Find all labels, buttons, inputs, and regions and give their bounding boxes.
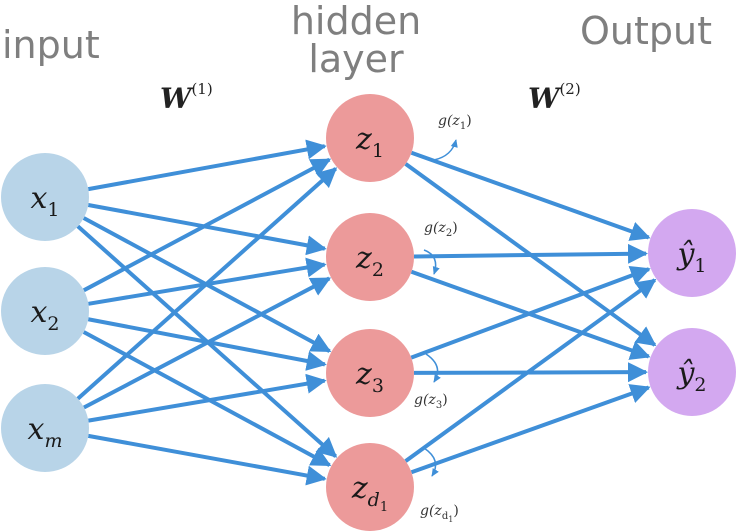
activation-function: g(z: [420, 503, 442, 519]
activation-label-1: g(z1): [438, 113, 472, 132]
node-subscript: d: [368, 489, 380, 511]
node-subscript: 1: [372, 140, 384, 162]
activation-subscript: d1: [441, 510, 454, 524]
node-circle: [648, 209, 736, 297]
node-label: z1: [355, 122, 384, 162]
activation-close: ): [442, 392, 448, 408]
input-node-2: x2: [1, 267, 89, 355]
weight-label-w2: W(2): [528, 79, 581, 115]
node-circle: [326, 94, 414, 182]
activation-arrow-1: [433, 139, 458, 161]
activation-arrows: [423, 139, 458, 477]
node-variable: x: [30, 181, 47, 216]
node-variable: ŷ: [675, 356, 695, 391]
edge-z4-y2: [410, 384, 651, 475]
node-label: x2: [30, 295, 59, 335]
activation-function: g(z: [424, 220, 446, 236]
output-node-1: ŷ1: [648, 209, 736, 297]
node-label: zd1: [351, 471, 388, 515]
activation-arrow-4: [423, 447, 439, 477]
node-circle: [1, 153, 89, 241]
edge-x1-z1: [87, 139, 327, 192]
edge-x3-z2: [83, 276, 332, 410]
node-subscript: 1: [694, 255, 706, 277]
node-label: ŷ1: [675, 237, 706, 277]
weight-superscript: (1): [191, 79, 213, 98]
activation-arrow-2: [423, 249, 440, 275]
edge-x3-z3: [88, 373, 327, 423]
edge-z2-y1: [413, 243, 649, 264]
hidden-layer-title-line1: hidden: [290, 0, 422, 43]
edge-z4-y1: [404, 278, 657, 463]
node-circle: [326, 329, 414, 417]
hidden-node-4: zd1: [326, 443, 414, 531]
weight-symbol: W: [160, 82, 192, 115]
node-label: z3: [355, 357, 384, 397]
edge-z1-y1: [410, 150, 651, 241]
edge-x2-z4: [82, 330, 332, 467]
input-layer-title: input: [2, 23, 100, 67]
node-subscript: 2: [372, 259, 384, 281]
activation-close: ): [453, 503, 459, 519]
activation-label-2: g(z2): [424, 220, 458, 239]
weight-label-w1: W(1): [160, 79, 213, 115]
node-subscript: 2: [47, 313, 59, 335]
node-variable: z: [355, 122, 372, 157]
activation-label-4: g(zd1): [420, 503, 459, 524]
node-subscript: 3: [372, 375, 384, 397]
node-variable: x: [28, 412, 45, 447]
edge-x2-z1: [82, 157, 332, 293]
activation-close: ): [466, 113, 472, 129]
activation-label-3: g(z3): [414, 392, 448, 411]
node-subsubscript: 1: [380, 500, 388, 515]
activation-close: ): [452, 220, 458, 236]
activation-subscript: 1: [459, 120, 467, 132]
node-variable: ŷ: [675, 237, 695, 272]
activation-arrow-3: [425, 353, 441, 383]
hidden-node-1: z1: [326, 94, 414, 182]
node-variable: z: [355, 357, 372, 392]
node-label: z2: [355, 241, 384, 281]
node-circle: [326, 213, 414, 301]
activation-subscript: 3: [435, 399, 443, 411]
node-circle: [1, 384, 89, 472]
node-circle: [1, 267, 89, 355]
output-layer-title: Output: [580, 9, 712, 53]
activation-function: g(z: [414, 392, 436, 408]
hidden-node-2: z2: [326, 213, 414, 301]
node-circle: [648, 328, 736, 416]
node-subscript: m: [44, 430, 62, 452]
hidden-layer-title-line2: layer: [308, 37, 404, 81]
weight-symbol: W: [528, 82, 560, 115]
node-variable: z: [351, 471, 368, 506]
node-subscript: 1: [47, 199, 59, 221]
weight-superscript: (2): [559, 79, 581, 98]
edge-x3-z4: [87, 433, 327, 486]
node-circle: [326, 443, 414, 531]
input-node-1: x1: [1, 153, 89, 241]
input-node-3: xm: [1, 384, 89, 472]
node-label: x1: [30, 181, 59, 221]
node-variable: z: [355, 241, 372, 276]
activation-subsubscript: 1: [448, 514, 454, 524]
node-variable: x: [30, 295, 47, 330]
activation-subscript: 2: [445, 227, 453, 239]
hidden-layer-title: hidden layer: [282, 2, 430, 78]
connection-edges: [76, 139, 657, 486]
activation-function: g(z: [438, 113, 460, 129]
output-node-2: ŷ2: [648, 328, 736, 416]
edge-z3-y1: [410, 265, 651, 360]
node-label: ŷ2: [675, 356, 706, 396]
edge-x3-z1: [76, 167, 338, 401]
node-label: xm: [28, 412, 63, 452]
node-subscript: 2: [694, 374, 706, 396]
hidden-node-3: z3: [326, 329, 414, 417]
